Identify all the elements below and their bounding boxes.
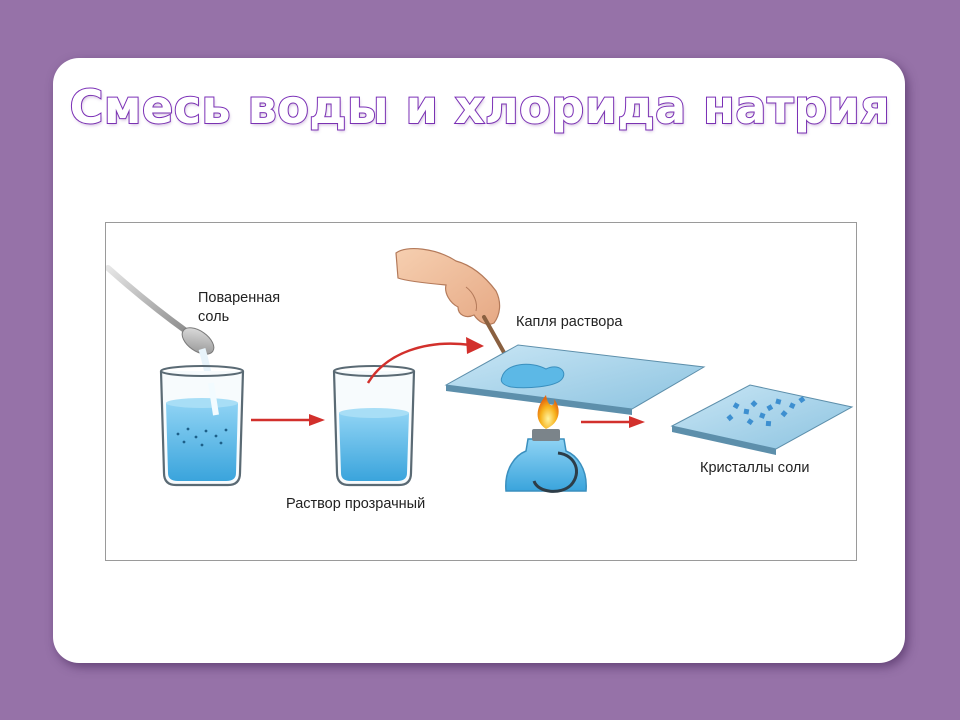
label-salt-line2: соль (198, 309, 230, 325)
process-diagram: Поваренная соль Раствор прозрачный Капля… (105, 222, 857, 561)
label-solution-drop: Капля раствора (516, 314, 623, 330)
slide-title: Смесь воды и хлорида натрия (69, 79, 891, 135)
label-salt-line1: Поваренная (198, 290, 281, 306)
hand-icon (395, 248, 501, 325)
spirit-lamp-icon (505, 429, 587, 493)
arrow-icon (581, 416, 645, 428)
flame-icon (537, 395, 559, 429)
arrow-icon (366, 337, 484, 384)
label-salt-crystals: Кристаллы соли (700, 460, 810, 476)
beaker-icon (159, 365, 245, 487)
glass-slide-icon (444, 344, 706, 415)
beaker-icon (332, 365, 416, 487)
glass-slide-icon (670, 384, 854, 455)
arrow-icon (251, 414, 325, 426)
label-clear-solution: Раствор прозрачный (286, 496, 426, 512)
crystals-icon (726, 396, 806, 427)
diagram-canvas (106, 248, 854, 493)
